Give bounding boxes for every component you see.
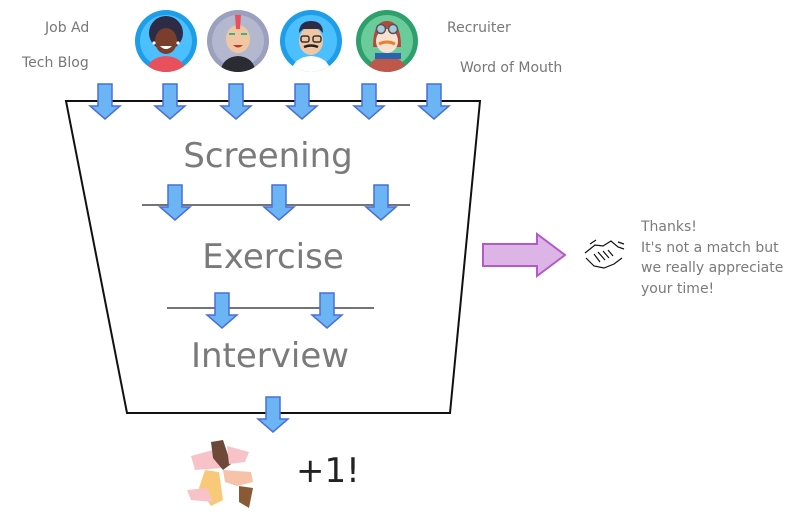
rejection-line: we really appreciate	[641, 260, 784, 276]
source-tech-blog: Tech Blog	[22, 55, 89, 71]
stage-interview: Interview	[190, 336, 350, 376]
aviator-avatar	[356, 10, 418, 72]
rejection-line: It's not a match but	[641, 239, 779, 256]
stage-exercise: Exercise	[202, 237, 344, 277]
reject-arrow	[482, 232, 567, 278]
woman-afro-avatar	[135, 10, 197, 72]
rejection-note: Thanks! It's not a match but we really a…	[641, 217, 783, 299]
flow-arrow	[309, 292, 345, 329]
teamwork-hands-icon	[187, 440, 253, 508]
flow-arrow	[152, 83, 188, 120]
source-job-ad: Job Ad	[45, 20, 90, 36]
funnel-outline	[64, 100, 482, 414]
source-recruiter: Recruiter	[447, 20, 511, 36]
stage-screening: Screening	[183, 136, 353, 176]
hire-result-label: +1!	[296, 451, 360, 491]
punk-avatar	[207, 10, 269, 72]
mustache-glasses-avatar	[280, 10, 342, 72]
flow-arrow	[157, 184, 193, 221]
rejection-line: your time!	[641, 280, 715, 297]
flow-arrow	[87, 83, 123, 120]
rejection-line: Thanks!	[641, 219, 697, 235]
flow-arrow	[218, 83, 254, 120]
flow-arrow	[363, 184, 399, 221]
flow-arrow	[204, 292, 240, 329]
flow-arrow	[351, 83, 387, 120]
flow-arrow	[284, 83, 320, 120]
handshake-icon	[584, 239, 625, 269]
flow-arrow	[261, 184, 297, 221]
source-word-of-mouth: Word of Mouth	[460, 60, 563, 76]
flow-arrow	[255, 396, 291, 433]
flow-arrow	[416, 83, 452, 120]
